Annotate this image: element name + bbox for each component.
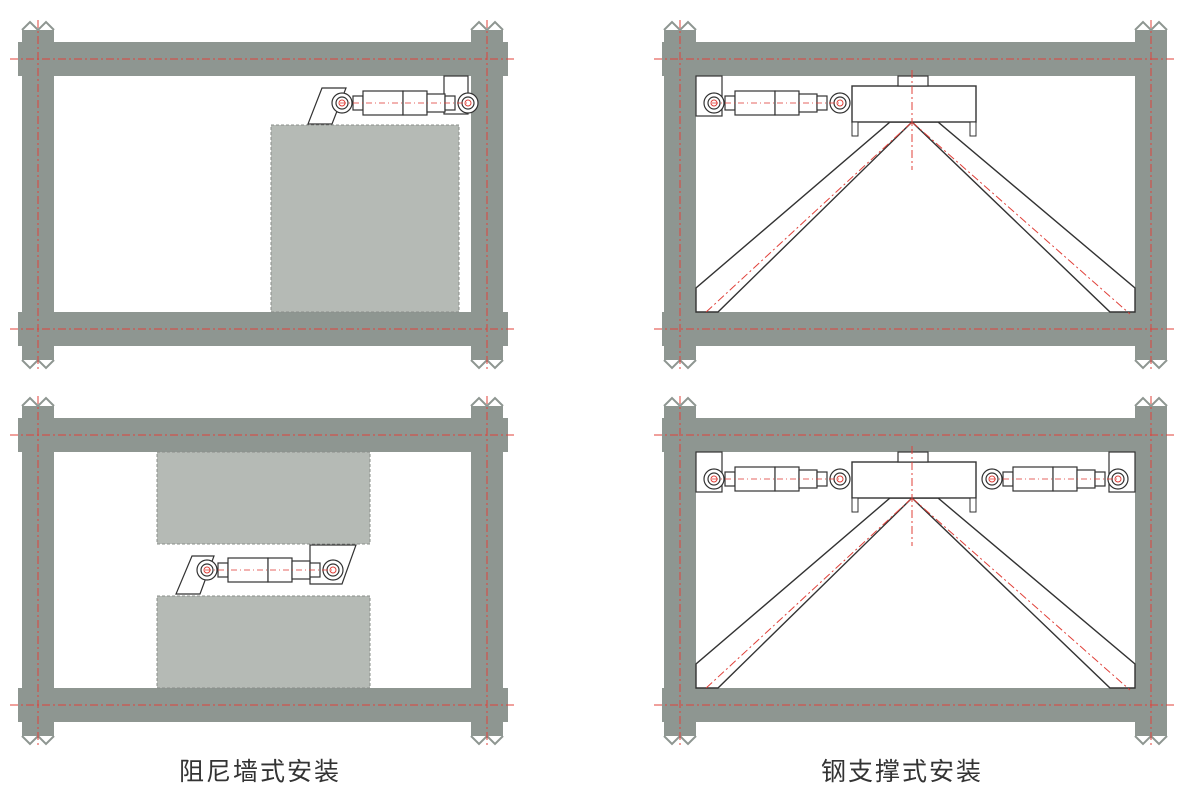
break-mark: [470, 396, 504, 408]
panel-steel-brace-top: [654, 20, 1176, 370]
brace-top-plate: [897, 451, 929, 463]
break-mark: [21, 396, 55, 408]
steel-brace-right: [910, 121, 1136, 313]
brace-side-stiffener: [969, 121, 977, 137]
steel-brace-left: [695, 497, 914, 689]
brace-centerline: [911, 121, 1131, 315]
brace-connection-box: [851, 85, 977, 123]
steel-brace-left: [695, 121, 914, 313]
break-mark: [663, 396, 697, 408]
brace-connection-box: [851, 461, 977, 499]
viscous-damper: [703, 90, 851, 116]
break-mark: [470, 20, 504, 32]
panel-steel-brace-bottom: [654, 396, 1176, 746]
viscous-damper: [703, 466, 851, 492]
break-mark: [663, 20, 697, 32]
viscous-damper: [981, 466, 1129, 492]
brace-side-stiffener: [851, 121, 859, 137]
brace-top-plate: [897, 75, 929, 87]
brace-side-stiffener: [969, 497, 977, 513]
steel-brace-right: [910, 497, 1136, 689]
panel-damper-wall-bottom: [10, 396, 515, 746]
damper-wall-lower-block: [156, 595, 371, 689]
brace-side-stiffener: [851, 497, 859, 513]
brace-centerline: [911, 497, 1131, 691]
caption-steel-brace-installation: 钢支撑式安装: [820, 757, 983, 786]
damper-wall-upper-block: [156, 451, 371, 545]
brace-centerline: [703, 121, 913, 315]
break-mark: [1134, 396, 1168, 408]
caption-damper-wall-installation: 阻尼墙式安装: [178, 757, 341, 786]
break-mark: [21, 20, 55, 32]
break-mark: [1134, 20, 1168, 32]
panel-damper-wall-top: [10, 20, 515, 370]
brace-centerline: [703, 497, 913, 691]
damper-wall-block: [270, 124, 460, 313]
